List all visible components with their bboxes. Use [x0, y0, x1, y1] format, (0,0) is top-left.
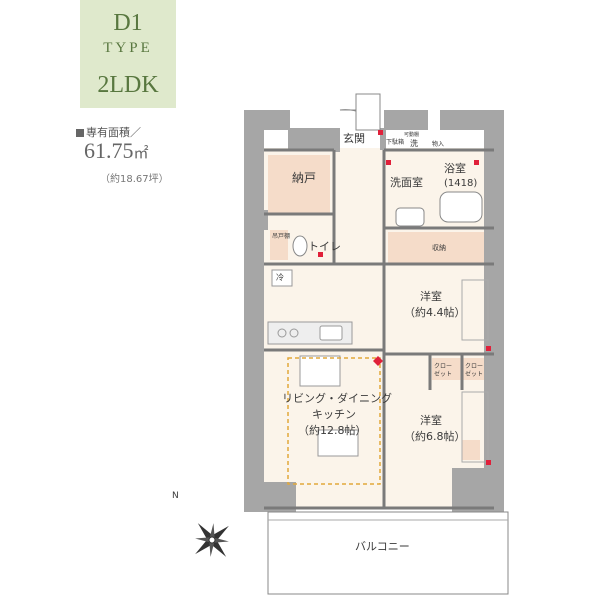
area-tsubo: （約18.67坪）: [100, 174, 169, 185]
stove-burner-icon: [289, 328, 299, 338]
label-washer: 洗: [410, 138, 418, 148]
interior-walls: [264, 148, 494, 510]
label-shuno: 収納: [432, 243, 446, 252]
hallway-cabinet: [270, 230, 288, 260]
label-yoshitsu2: 洋室: [420, 413, 442, 427]
label-toilet: トイレ: [308, 240, 341, 253]
label-ldk-line3: （約12.8帖）: [298, 423, 367, 437]
label-nando: 納戸: [292, 171, 316, 185]
closet-outline: [461, 279, 489, 341]
area-unit: ㎡: [133, 146, 149, 162]
walls: [244, 110, 504, 512]
label-closet1b: ゼット: [434, 370, 452, 378]
layout-type: 2LDK: [97, 72, 159, 98]
fridge-space: [271, 269, 293, 287]
label-closet2: クロー: [465, 363, 483, 370]
label-closet1: クロー: [434, 363, 452, 370]
nando-room: [268, 155, 330, 213]
shuno-storage: [388, 232, 494, 264]
label-linen: 物入: [432, 140, 444, 148]
label-ldk-line1: リビング・ダイニング: [282, 391, 392, 405]
label-yoshitsu1: 洋室: [420, 289, 442, 303]
area-number: 61.75: [84, 138, 134, 163]
label-hallway-cabinet: 吊戸棚: [272, 232, 290, 240]
label-yoshitsu2-size: （約6.8帖）: [404, 429, 466, 443]
label-yoshitsu1-size: （約4.4帖）: [404, 305, 466, 319]
label-yokushitsu: 浴室: [444, 161, 466, 175]
type-word: TYPE: [103, 40, 153, 56]
label-ldk-line2: キッチン: [312, 408, 356, 421]
ldk-dashed-zone: [287, 357, 381, 485]
compass-north-label: N: [172, 491, 179, 501]
closet-outline: [461, 391, 489, 463]
label-closet2b: ゼット: [465, 370, 483, 378]
type-badge: D1 TYPE 2LDK: [80, 0, 176, 108]
label-senmenshitsu: 洗面室: [390, 175, 423, 189]
unit-code: D1: [113, 10, 143, 36]
label-shoe-box: 下駄箱: [386, 138, 404, 146]
washbasin: [395, 207, 425, 227]
dining-table: [299, 355, 341, 387]
label-balcony: バルコニー: [355, 540, 410, 553]
outlet-markers: [318, 130, 491, 465]
toilet-fixture: [292, 235, 308, 257]
label-washer-pan: 可動棚: [404, 131, 419, 138]
area-label-text: 専有面積／: [86, 126, 141, 139]
label-rei: 冷: [276, 272, 284, 282]
compass-rose-icon: [195, 523, 229, 557]
living-table: [317, 429, 359, 457]
area-label: 専有面積／: [76, 124, 141, 140]
entrance-door-leaf: [355, 93, 381, 131]
area-value: 61.75㎡: [84, 138, 149, 164]
closet-small: [462, 440, 480, 460]
stove-burner-icon: [277, 328, 287, 338]
label-bath-size: (1418): [444, 178, 477, 189]
balcony-area: [267, 511, 509, 595]
square-bullet-icon: [76, 129, 84, 137]
kitchen-sink: [319, 325, 343, 341]
label-genkan: 玄関: [343, 131, 365, 145]
bathtub: [439, 191, 483, 223]
